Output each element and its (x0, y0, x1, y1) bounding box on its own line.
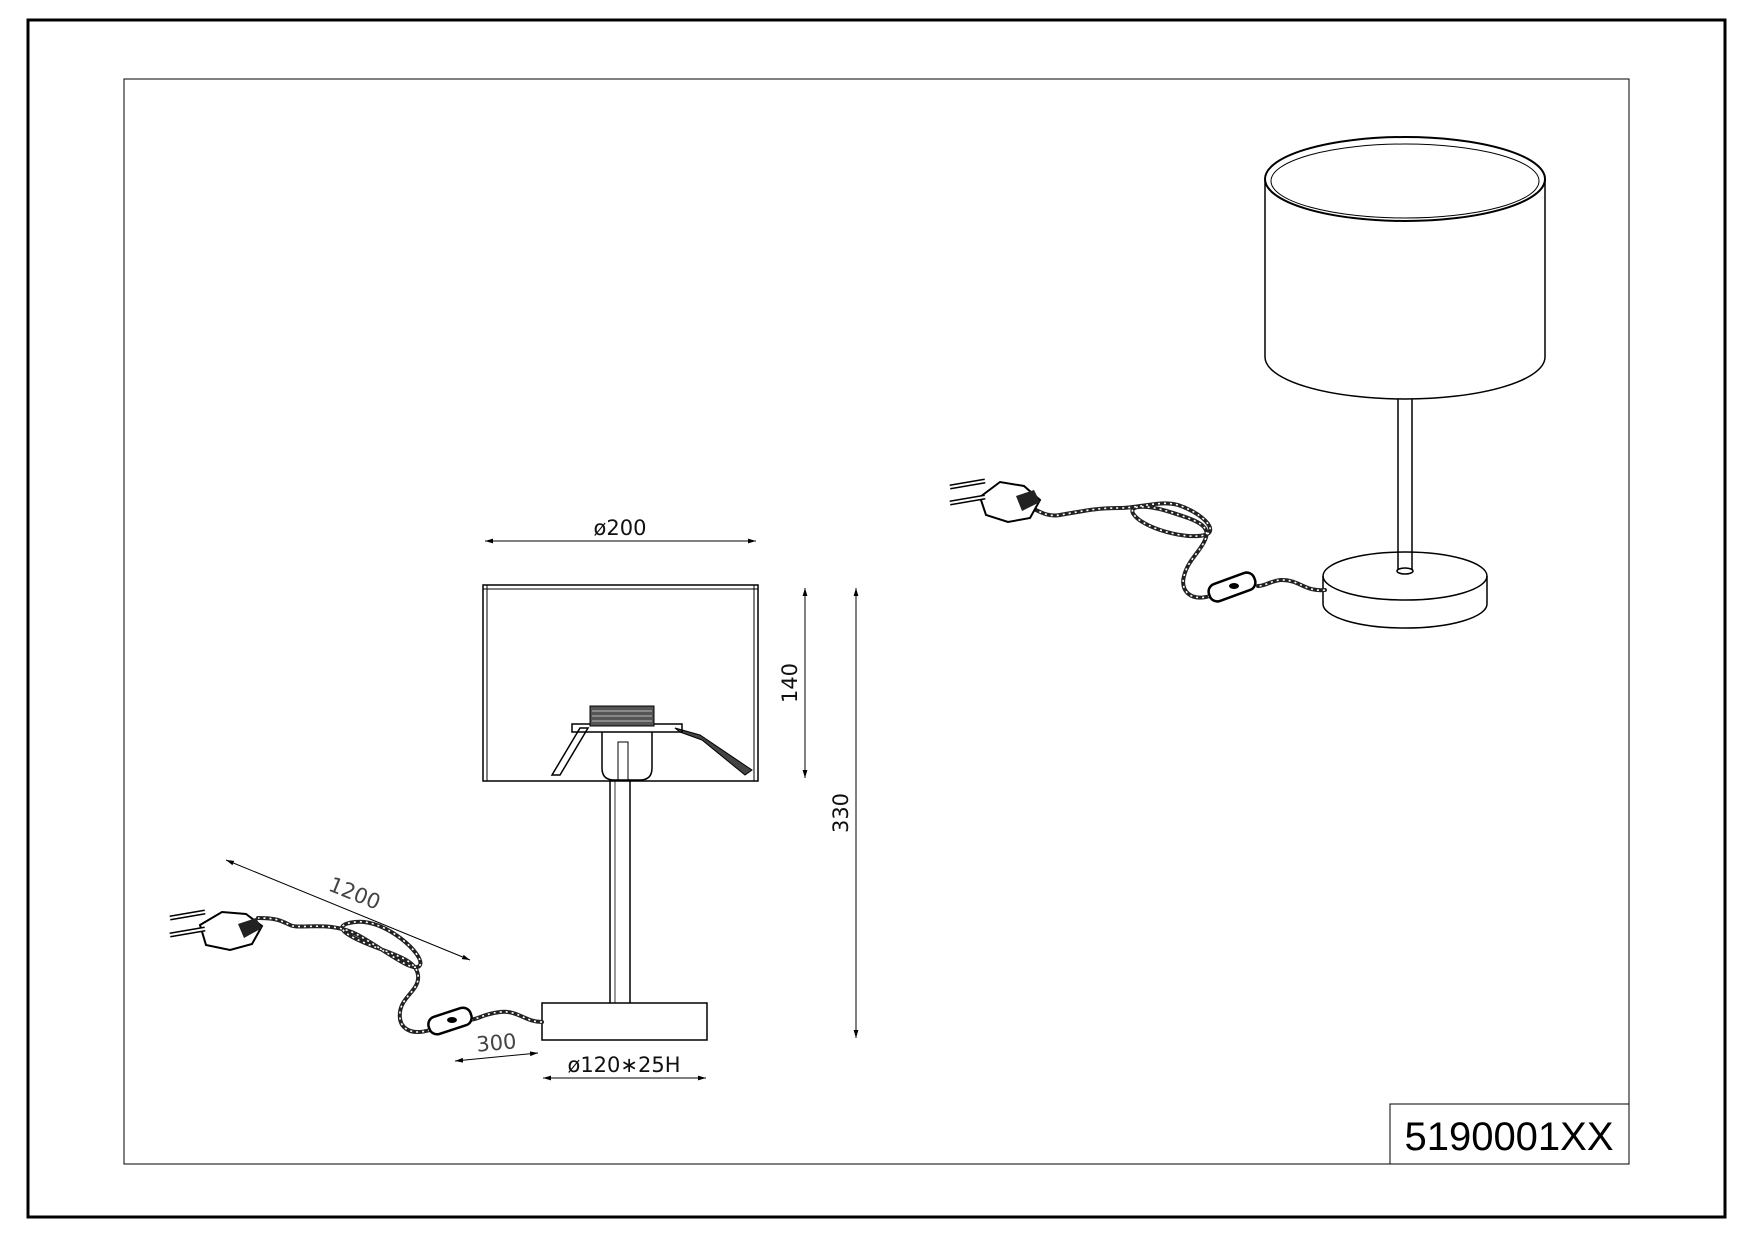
stem-perspective (1397, 399, 1413, 568)
cord-switch-front (427, 1006, 473, 1036)
stem-front (609, 780, 631, 1003)
dimension-switch-distance: 300 (454, 1029, 539, 1063)
dim-switch-distance-label: 300 (475, 1029, 517, 1056)
plug-perspective (949, 478, 1042, 524)
dim-total-height-label: 330 (829, 793, 853, 833)
dimension-shade-diameter: ø200 (485, 516, 756, 544)
dim-base-size-label: ø120∗25H (567, 1053, 680, 1077)
power-cord-front (169, 909, 544, 1036)
inner-frame (123, 78, 1630, 1165)
dim-shade-diameter-label: ø200 (594, 516, 647, 540)
dimension-shade-height: 140 (778, 588, 808, 778)
perspective-view (949, 136, 1546, 629)
dimension-base-size: ø120∗25H (543, 1053, 706, 1081)
title-block: 5190001XX (1389, 1103, 1630, 1165)
dim-shade-height-label: 140 (778, 663, 802, 703)
dimension-total-height: 330 (829, 588, 859, 1038)
shade-front (482, 584, 759, 782)
part-number: 5190001XX (1404, 1115, 1613, 1159)
dim-cord-length-label: 1200 (325, 872, 384, 914)
outer-frame (26, 18, 1727, 1219)
shade-perspective (1264, 136, 1546, 400)
base-front (541, 1002, 708, 1041)
dimension-cord-length: 1200 (225, 859, 471, 961)
cord-switch-perspective (1207, 571, 1257, 603)
base-perspective (1322, 551, 1488, 629)
plug-front (169, 909, 264, 952)
front-view: ø200 140 330 1200 300 ø120∗25H (169, 516, 859, 1081)
power-cord-perspective (949, 478, 1327, 603)
lamp-holder (550, 705, 753, 781)
